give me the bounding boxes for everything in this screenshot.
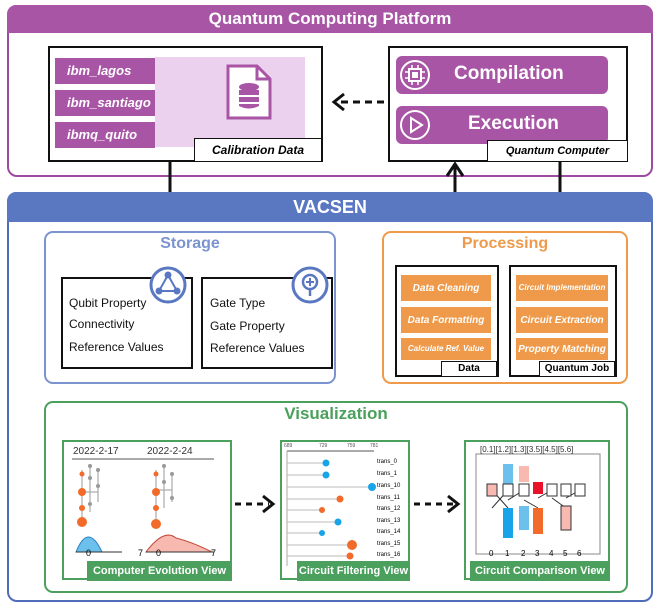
execution-button[interactable]: Execution <box>396 106 608 144</box>
storage-item: Reference Values <box>69 340 164 354</box>
computer-evolution-view-label: Computer Evolution View <box>87 561 232 581</box>
calculate-ref-value-step[interactable]: Calculate Ref. Value <box>401 338 491 360</box>
storage-item: Reference Values <box>210 341 305 355</box>
filtering-chart <box>286 450 376 566</box>
circuit-filtering-view-label: Circuit Filtering View <box>297 561 410 581</box>
filtering-row-label: trans_0 <box>377 459 398 465</box>
backend-ibmq-quito[interactable]: ibmq_quito <box>55 122 155 148</box>
comparison-axis-tick: 1 <box>505 549 510 558</box>
evolution-date: 2022-2-24 <box>147 446 193 457</box>
execution-label: Execution <box>468 113 559 134</box>
circuit-extraction-step[interactable]: Circuit Extraction <box>516 307 608 333</box>
gate-icon <box>291 266 329 304</box>
comparison-axis-tick: 2 <box>521 549 526 558</box>
evolution-date: 2022-2-17 <box>73 446 119 457</box>
dashed-arrow-right <box>235 494 276 514</box>
database-file-icon <box>226 64 272 120</box>
data-cleaning-step[interactable]: Data Cleaning <box>401 275 491 301</box>
dashed-arrow-right <box>414 494 461 514</box>
vacsen-title: VACSEN <box>7 192 653 222</box>
compilation-label: Compilation <box>454 63 564 84</box>
filtering-axis-tick: 729 <box>319 443 328 449</box>
comparison-axis-tick: 4 <box>549 549 554 558</box>
evolution-axis-tick: 0 <box>156 548 162 558</box>
storage-item: Qubit Property <box>69 296 147 310</box>
storage-item: Gate Type <box>210 296 266 310</box>
filtering-row-label: trans_14 <box>377 529 401 535</box>
comparison-axis-tick: 3 <box>535 549 540 558</box>
storage-item: Connectivity <box>69 317 135 331</box>
calibration-data-label: Calibration Data <box>194 138 322 162</box>
comparison-axis-tick: 5 <box>563 549 568 558</box>
evolution-axis-tick: 0 <box>86 548 92 558</box>
storage-panel <box>44 231 336 384</box>
filtering-row-label: trans_1 <box>377 471 398 477</box>
filtering-axis-tick: 759 <box>347 443 356 449</box>
storage-title: Storage <box>160 235 220 252</box>
filtering-row-label: trans_13 <box>377 518 401 524</box>
play-icon <box>400 110 430 140</box>
backend-ibm-lagos[interactable]: ibm_lagos <box>55 58 155 84</box>
data-formatting-step[interactable]: Data Formatting <box>401 307 491 333</box>
circuit-comparison-view-label: Circuit Comparison View <box>470 561 610 581</box>
processing-title: Processing <box>461 235 549 252</box>
property-matching-step[interactable]: Property Matching <box>516 338 608 360</box>
evolution-axis-tick: 7 <box>138 548 144 558</box>
filtering-axis-tick: 689 <box>284 443 293 449</box>
circuit-implementation-step[interactable]: Circuit Implementation <box>516 275 608 301</box>
visualization-panel <box>44 401 628 593</box>
visualization-title: Visualization <box>284 404 388 423</box>
filtering-row-label: trans_11 <box>377 495 400 501</box>
filtering-row-label: trans_12 <box>377 506 401 512</box>
connectivity-icon <box>149 266 187 304</box>
filtering-axis-tick: 781 <box>370 443 379 449</box>
storage-item: Gate Property <box>210 319 285 333</box>
backend-ibm-santiago[interactable]: ibm_santiago <box>55 90 155 116</box>
filtering-row-label: trans_16 <box>377 552 401 558</box>
processing-panel <box>382 231 628 384</box>
comparison-axis-tick: 0 <box>489 549 494 558</box>
evolution-chart <box>72 458 214 553</box>
dashed-arrow-left <box>331 92 384 112</box>
comparison-header: [0.1][1.2][1.3][3.5][4.5][5.6] <box>480 445 574 454</box>
filtering-row-label: trans_15 <box>377 541 401 547</box>
comparison-chart <box>475 453 601 555</box>
chip-icon <box>400 60 430 90</box>
filtering-row-label: trans_10 <box>377 483 401 489</box>
platform-title: Quantum Computing Platform <box>7 5 653 33</box>
evolution-axis-tick: 7 <box>211 548 217 558</box>
quantum-computer-label: Quantum Computer <box>487 140 628 162</box>
quantum-job-label: Quantum Job <box>539 361 615 377</box>
compilation-button[interactable]: Compilation <box>396 56 608 94</box>
data-label: Data <box>441 361 497 377</box>
comparison-axis-tick: 6 <box>577 549 582 558</box>
